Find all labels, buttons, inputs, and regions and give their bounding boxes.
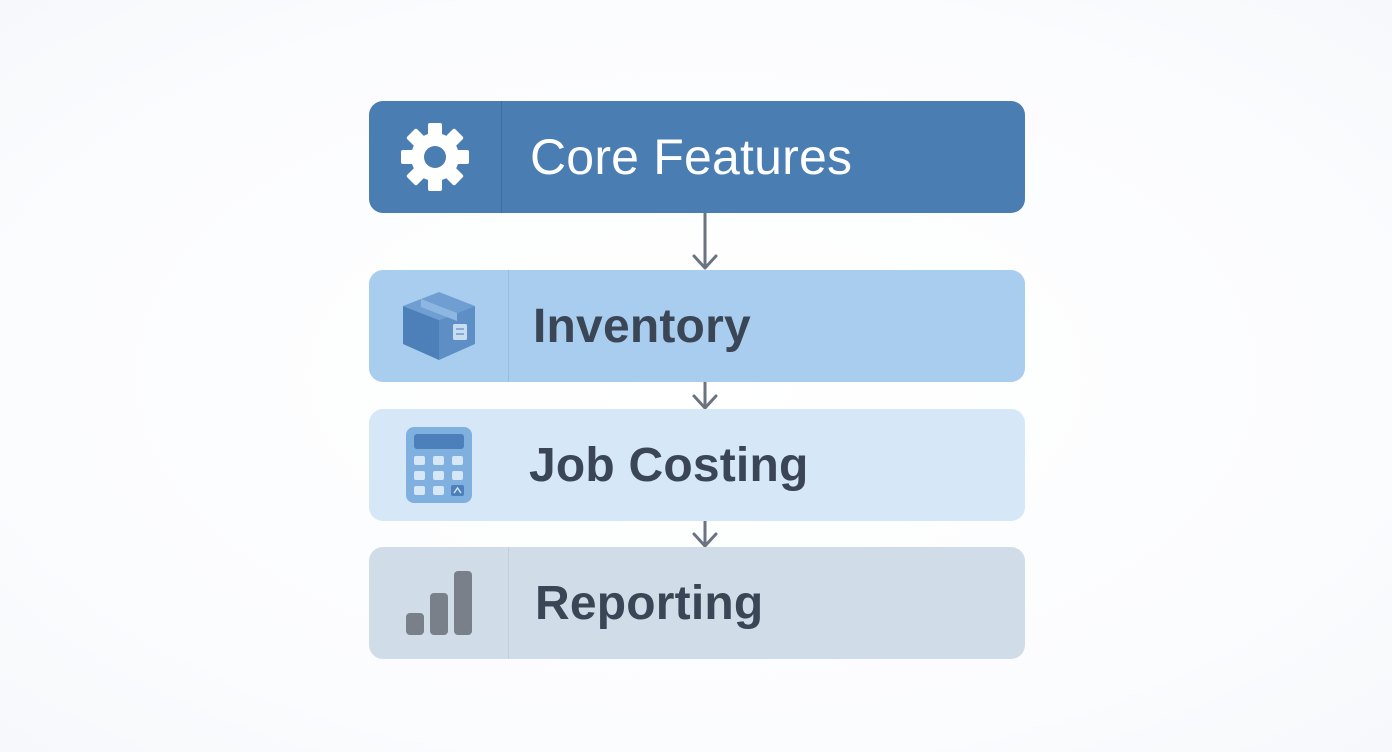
step-core-features: Core Features xyxy=(369,101,1025,213)
step-label: Reporting xyxy=(535,576,764,630)
step-label: Inventory xyxy=(533,299,751,353)
step-inventory: Inventory xyxy=(369,270,1025,382)
arrow-down-icon xyxy=(692,521,718,548)
step-job-costing: Job Costing xyxy=(369,409,1025,521)
bar-chart-icon xyxy=(369,547,509,659)
step-label: Job Costing xyxy=(529,438,809,492)
step-reporting: Reporting xyxy=(369,547,1025,659)
arrow-down-icon xyxy=(692,382,718,410)
step-label: Core Features xyxy=(530,129,853,185)
gear-icon xyxy=(369,101,502,213)
box-icon xyxy=(369,270,509,382)
calculator-icon xyxy=(369,409,509,521)
arrow-down-icon xyxy=(692,213,718,270)
